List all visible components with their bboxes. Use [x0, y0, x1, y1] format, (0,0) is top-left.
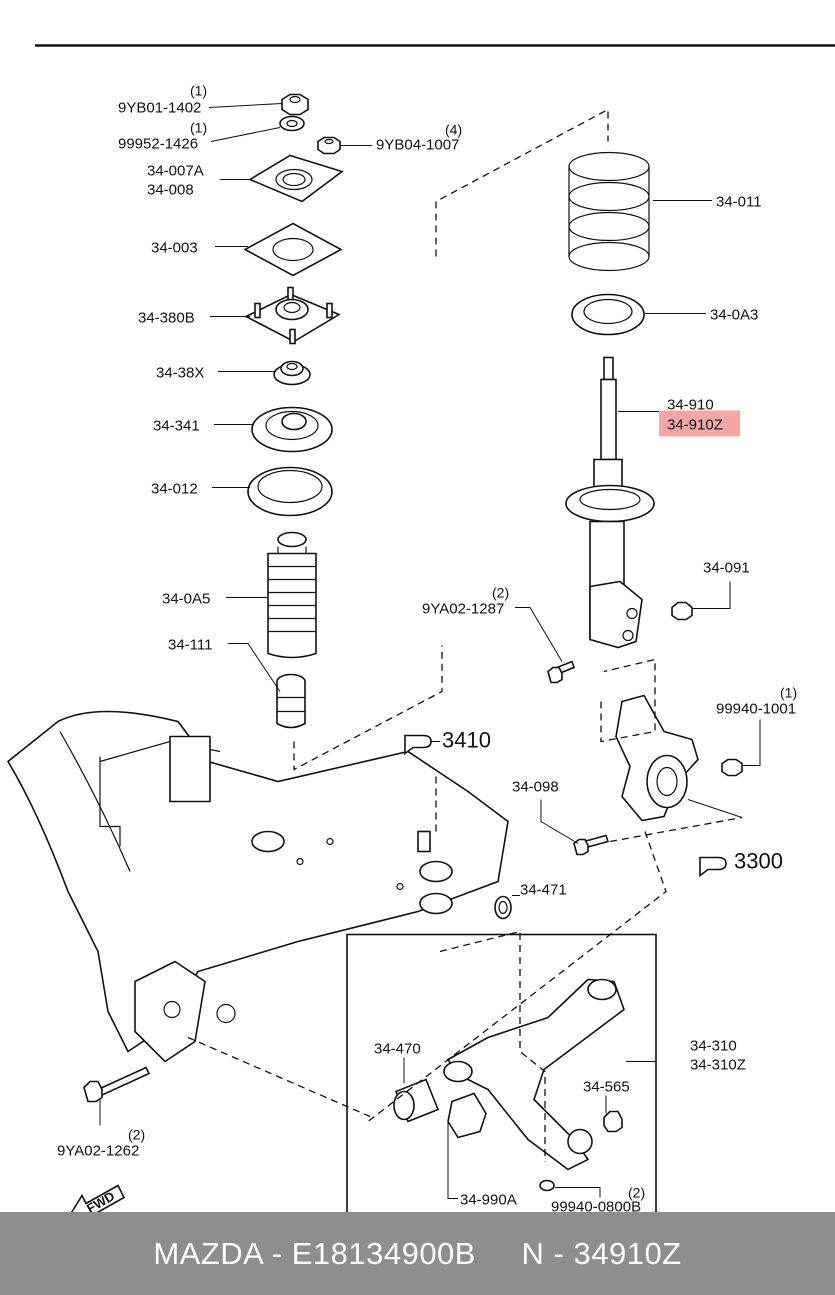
bolt-9ya02-1262	[83, 1066, 151, 1103]
qty-9yb04: (4)	[445, 122, 462, 138]
label-34-091: 34-091	[703, 560, 750, 577]
label-34-310z: 34-310Z	[690, 1057, 746, 1074]
label-34-910: 34-910	[667, 397, 714, 414]
bump-stop-34111	[276, 673, 306, 729]
lower-arm-34310	[443, 978, 625, 1171]
spring-seat-34341	[251, 406, 333, 453]
bushing-34470	[393, 1078, 440, 1123]
label-34-0a3: 34-0A3	[710, 307, 758, 324]
label-34-011: 34-011	[716, 194, 762, 211]
steering-knuckle	[615, 694, 699, 822]
footer-bar: MAZDA - E18134900B N - 34910Z	[0, 1212, 835, 1295]
label-34-380b: 34-380B	[138, 310, 195, 327]
label-34-012: 34-012	[151, 481, 198, 498]
leader-lines	[99, 103, 761, 1199]
shock-absorber-34910	[565, 356, 655, 649]
reference-hand-icon	[404, 734, 432, 756]
label-34-310: 34-310	[690, 1038, 737, 1055]
qty-9yb01: (1)	[190, 83, 207, 99]
label-34-0a5: 34-0A5	[162, 591, 210, 608]
qty-9ya02-1287: (2)	[492, 585, 509, 601]
spring-insulator-340a3	[571, 293, 645, 336]
label-9ya02-1287: 9YA02-1287	[422, 601, 504, 618]
label-9ya02-1262: 9YA02-1262	[57, 1143, 139, 1160]
spring-seat-rubber-34012	[247, 466, 333, 517]
ref-3300: 3300	[734, 849, 783, 874]
label-34-565: 34-565	[583, 1079, 630, 1096]
label-34-910z: 34-910Z	[667, 417, 723, 434]
nut-9yb01	[281, 93, 309, 116]
bushing-34990a	[447, 1092, 487, 1139]
label-9yb04-1007: 9YB04-1007	[376, 137, 459, 154]
washer-99952	[279, 115, 305, 132]
label-34-111: 34-111	[168, 637, 212, 654]
label-34-098: 34-098	[512, 779, 559, 796]
nut-99940-0800b	[539, 1179, 555, 1192]
footer-caption: MAZDA - E18134900B N - 34910Z	[153, 1236, 682, 1271]
coil-spring-34011	[568, 151, 650, 272]
label-34-008: 34-008	[147, 182, 194, 199]
label-34-471: 34-471	[520, 882, 567, 899]
qty-9ya02-1262: (2)	[128, 1127, 145, 1143]
reference-hand-icon	[699, 856, 727, 878]
gasket-34003	[243, 222, 343, 277]
assembly-lines	[187, 108, 743, 1162]
nut-34565	[603, 1110, 623, 1133]
label-34-990a: 34-990A	[460, 1192, 517, 1209]
label-34-38x: 34-38X	[156, 365, 204, 382]
label-34-341: 34-341	[153, 418, 200, 435]
bearing-3438x	[273, 360, 311, 386]
part-highlight	[659, 410, 740, 437]
subframe-crossmember	[6, 710, 509, 1063]
qty-99952: (1)	[190, 120, 207, 136]
label-34-007a: 34-007A	[147, 163, 204, 180]
bolt-34098	[573, 834, 610, 856]
strut-mount-34380b	[244, 286, 341, 345]
label-99952-1426: 99952-1426	[118, 136, 198, 153]
label-34-470: 34-470	[374, 1041, 421, 1058]
dust-boot-340a5	[267, 531, 317, 659]
nut-34091	[671, 601, 693, 621]
nut-9yb04	[317, 136, 341, 155]
label-34-003: 34-003	[151, 240, 198, 257]
label-99940-0800b: 99940-0800B	[551, 1199, 641, 1216]
qty-99940-0800b: (2)	[628, 1185, 645, 1201]
nut-99940-1001	[721, 758, 743, 777]
qty-99940-1001: (1)	[780, 685, 797, 701]
mount-plate-34007a	[248, 154, 344, 203]
washer-34471	[494, 895, 512, 920]
label-9yb01-1402: 9YB01-1402	[118, 100, 201, 117]
bolt-9ya02-1287	[547, 660, 575, 684]
label-99940-1001: 99940-1001	[716, 701, 796, 718]
ref-3410: 3410	[442, 728, 491, 753]
